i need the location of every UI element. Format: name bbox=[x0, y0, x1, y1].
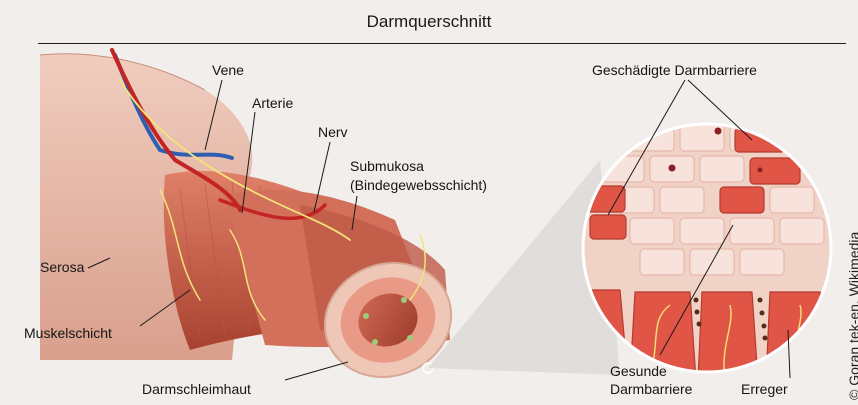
magnified-view bbox=[580, 120, 840, 380]
label-submukosa-sub: (Bindegewebsschicht) bbox=[350, 177, 487, 194]
label-gesunde-darmbarriere: Darmbarriere bbox=[610, 381, 692, 398]
label-submukosa: Submukosa bbox=[350, 158, 424, 175]
label-geschaedigte-darmbarriere: Geschädigte Darmbarriere bbox=[592, 62, 757, 79]
label-nerv: Nerv bbox=[318, 124, 348, 141]
label-erreger: Erreger bbox=[741, 381, 788, 398]
label-vene: Vene bbox=[212, 62, 244, 79]
image-credit: © Goran tek-en, Wikimedia bbox=[846, 232, 858, 400]
label-serosa: Serosa bbox=[40, 259, 84, 276]
label-darmschleimhaut: Darmschleimhaut bbox=[142, 381, 251, 398]
label-gesunde: Gesunde bbox=[610, 363, 667, 380]
label-arterie: Arterie bbox=[252, 95, 293, 112]
label-muskelschicht: Muskelschicht bbox=[24, 325, 112, 342]
